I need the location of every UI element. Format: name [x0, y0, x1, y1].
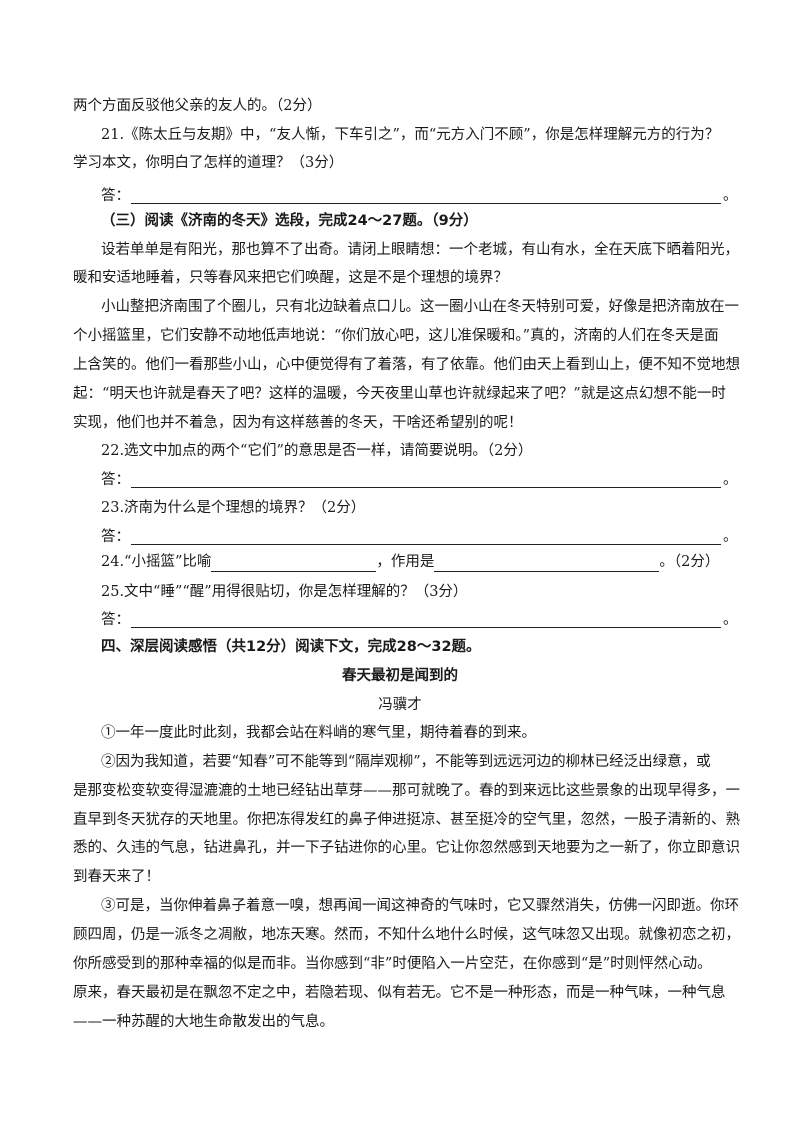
- article-line: 原来，春天最初是在飘忽不定之中，若隐若现、似有若无。它不是一种形态，而是一种气味…: [73, 985, 726, 1001]
- article-line: 直早到冬天犹存的天地里。你把冻得发红的鼻子伸进挺凉、甚至挺冷的空气里，忽然，一股…: [73, 812, 740, 828]
- article-line: 顾四周，仍是一派冬之凋敝，地冻天寒。然而，不知什么地什么时候，这气味忽又出现。就…: [73, 927, 740, 943]
- answer-line[interactable]: [131, 487, 721, 488]
- q24-part3: 。（2分）: [659, 554, 720, 570]
- answer-line[interactable]: [131, 627, 721, 628]
- section-3-heading: （三）阅读《济南的冬天》选段，完成24～27题。（9分）: [101, 213, 478, 229]
- q24-blank-metaphor[interactable]: [211, 555, 377, 572]
- question-22: 22.选文中加点的两个“它们”的意思是否一样，请简要说明。（2分）: [101, 443, 533, 459]
- passage-line: 设若单单是有阳光，那也算不了出奇。请闭上眼睛想：一个老城，有山有水，全在天底下晒…: [101, 242, 739, 258]
- passage-line: 小山整把济南围了个圈儿，只有北边缺着点口儿。这一圈小山在冬天特别可爱，好像是把济…: [101, 299, 739, 315]
- article-line: ①一年一度此时此刻，我都会站在料峭的寒气里，期待着春的到来。: [101, 725, 536, 741]
- answer-end: 。: [723, 188, 738, 204]
- passage-line: 上含笑的。他们一看那些小山，心中便觉得有了着落，有了依靠。他们由天上看到山上，便…: [73, 357, 740, 373]
- article-line: ③可是，当你伸着鼻子着意一嗅，想再闻一闻这神奇的气味时，它又骤然消失，仿佛一闪即…: [101, 898, 739, 914]
- question-23: 23.济南为什么是个理想的境界？（2分）: [101, 500, 366, 516]
- answer-line[interactable]: [131, 544, 721, 545]
- answer-label: 答：: [101, 612, 130, 628]
- passage-line: 暖和安适地睡着，只等春风来把它们唤醒，这是不是个理想的境界？: [73, 270, 508, 286]
- answer-label: 答：: [101, 529, 130, 545]
- passage-line: 个小摇篮里，它们安静不动地低声地说：“你们放心吧，这儿准保暖和。”真的，济南的人…: [73, 328, 719, 344]
- answer-end: 。: [723, 472, 738, 488]
- answer-label: 答：: [101, 188, 130, 204]
- answer-label: 答：: [101, 472, 130, 488]
- section-4-heading: 四、深层阅读感悟（共12分）阅读下文，完成28～32题。: [101, 639, 481, 655]
- question-24: 24.“小摇篮”比喻 ，作用是 。（2分）: [101, 552, 719, 572]
- q24-blank-function[interactable]: [434, 555, 660, 572]
- q24-part2: ，作用是: [376, 554, 435, 570]
- passage-line: 起：“明天也许就是春天了吧？这样的温暖，今天夜里山草也许就绿起来了吧？”就是这点…: [73, 386, 726, 402]
- question-25: 25.文中“睡”“醒”用得很贴切，你是怎样理解的？（3分）: [101, 584, 468, 600]
- answer-line[interactable]: [131, 203, 721, 204]
- article-line: 你所感受到的那种幸福的似是而非。当你感到“非”时便陷入一片空茫，在你感到“是”时…: [73, 956, 712, 972]
- article-author: 冯骥才: [378, 697, 422, 713]
- article-line: ②因为我知道，若要“知春”可不能等到“隔岸观柳”，不能等到远远河边的柳林已经泛出…: [101, 754, 711, 770]
- passage-line: 实现，他们也并不着急，因为有这样慈善的冬天，干啥还希望别的呢！: [73, 415, 523, 431]
- article-line: 悉的、久违的气息，钻进鼻孔，并一下子钻进你的心里。它让你忽然感到天地要为之一新了…: [73, 840, 740, 856]
- article-line: ——一种苏醒的大地生命散发出的气息。: [73, 1014, 334, 1030]
- answer-end: 。: [723, 612, 738, 628]
- article-title: 春天最初是闻到的: [342, 668, 458, 684]
- text-line: 学习本文，你明白了怎样的道理？（3分）: [73, 155, 344, 171]
- article-line: 是那变松变软变得湿漉漉的土地已经钻出草芽——那可就晚了。春的到来远比这些景象的出…: [73, 783, 740, 799]
- article-line: 到春天来了！: [73, 869, 160, 885]
- question-21: 21.《陈太丘与友期》中，“友人惭，下车引之”，而“元方入门不顾”，你是怎样理解…: [101, 127, 720, 143]
- text-line: 两个方面反驳他父亲的友人的。（2分）: [73, 98, 322, 114]
- q24-part1: 24.“小摇篮”比喻: [101, 554, 212, 570]
- answer-end: 。: [723, 529, 738, 545]
